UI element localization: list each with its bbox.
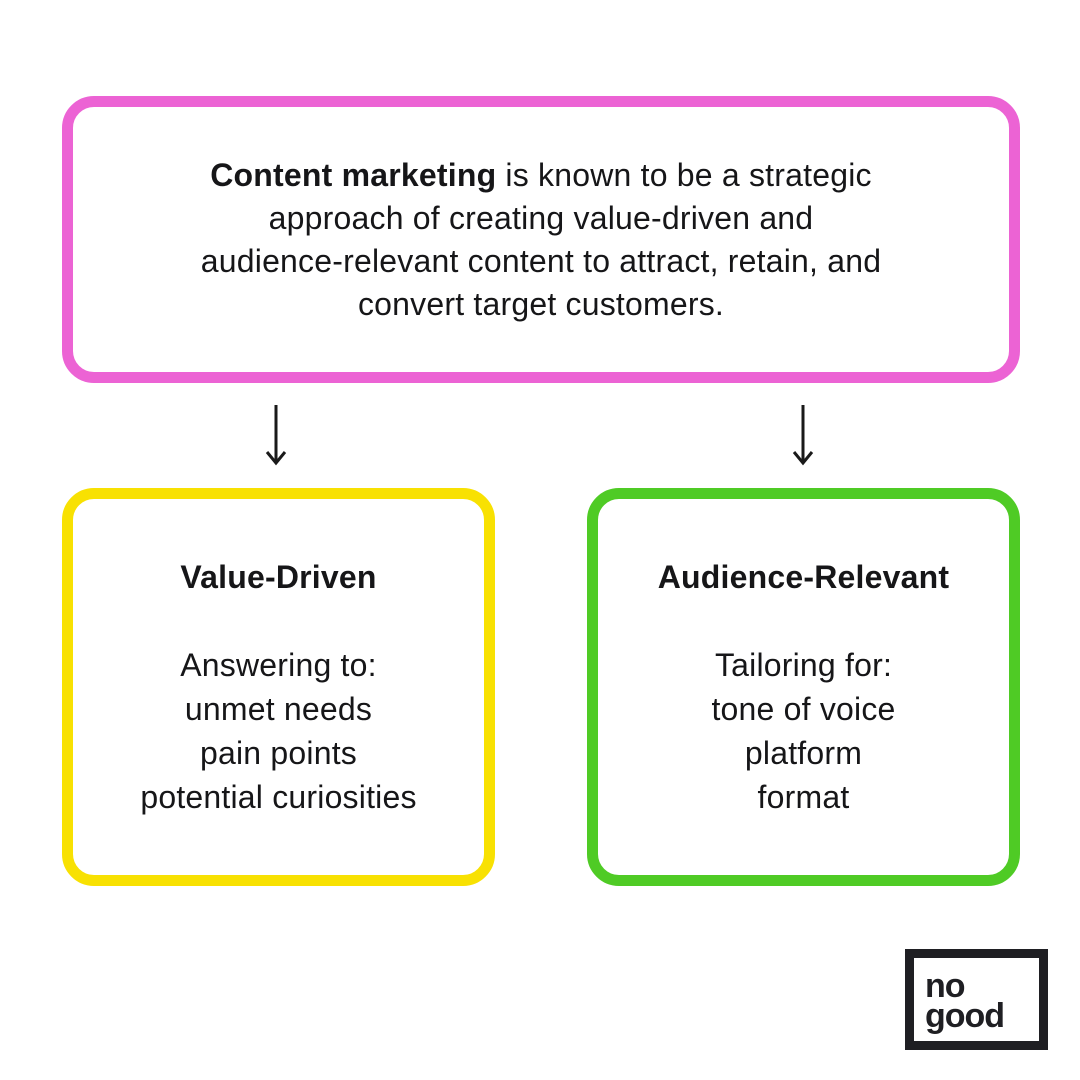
card-line: format [757,779,850,815]
card-line: potential curiosities [140,779,417,815]
card-title: Audience-Relevant [657,559,950,595]
card-line: unmet needs [184,691,373,727]
card-line: tone of voice [711,691,896,727]
down-arrow-icon [265,405,287,466]
card-line: Answering to: [180,647,377,683]
definition-line-3: audience-relevant content to attract, re… [200,242,882,279]
card-line: Tailoring for: [714,647,893,683]
card-title: Value-Driven [180,559,377,595]
definition-box: Content marketing is known to be a strat… [62,96,1020,383]
definition-line-1: Content marketing is known to be a strat… [210,156,872,193]
logo-word-good: good [925,997,1005,1035]
card-value-driven: Value-Driven Answering to: unmet needs p… [62,488,495,886]
down-arrow-icon [792,405,814,466]
card-audience-relevant: Audience-Relevant Tailoring for: tone of… [587,488,1020,886]
card-line: pain points [200,735,357,771]
card-line: platform [744,735,863,771]
logo-word-no: no [925,967,966,1005]
definition-text: Content marketing is known to be a strat… [201,154,881,326]
definition-line-4: convert target customers. [357,285,724,322]
definition-line-2: approach of creating value-driven and [268,199,814,236]
definition-lead-bold: Content marketing [210,156,497,193]
nogood-logo: no good [905,949,1048,1050]
